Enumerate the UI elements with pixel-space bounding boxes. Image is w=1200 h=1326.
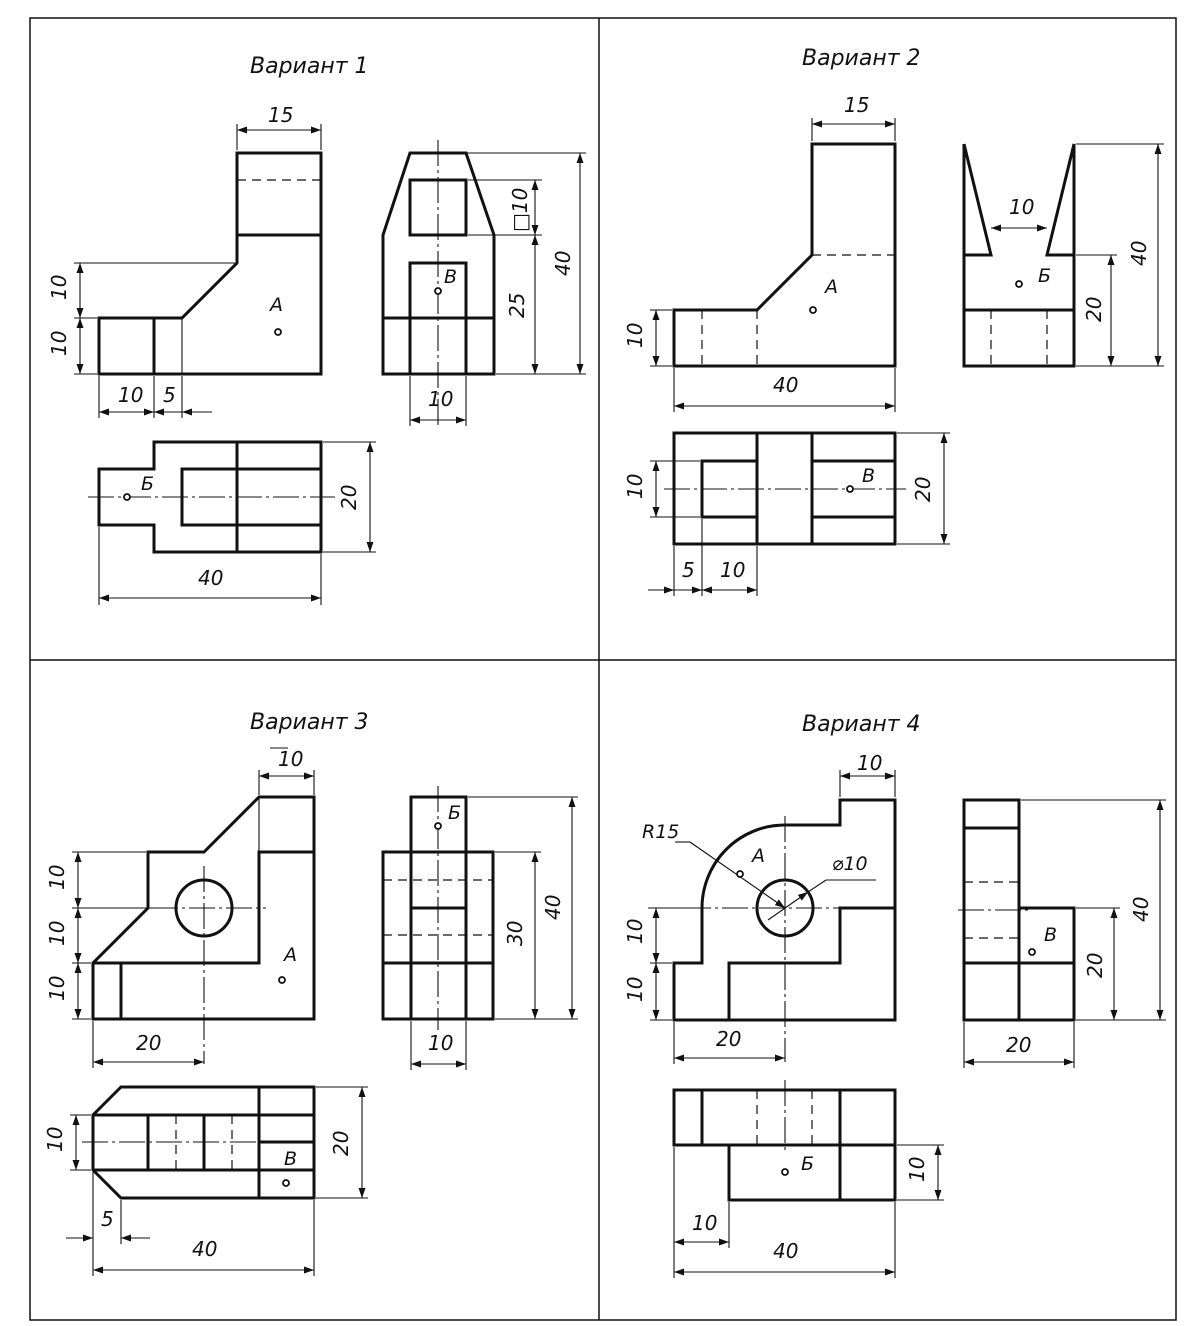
point-c-marker <box>846 485 854 493</box>
point-b-label: Б <box>1038 265 1051 287</box>
variant-2-title: Вариант 2 <box>802 46 921 71</box>
dim-side-bottom: 10 <box>428 387 453 411</box>
dim-base-b: 5 <box>163 383 176 407</box>
dim-plan-height: 20 <box>911 477 935 502</box>
variant-3-front-view: А 10 10 10 10 20 <box>45 747 316 1068</box>
variant-3-panel: Вариант 3 А 10 10 10 10 <box>43 710 578 1276</box>
dim-plan-width: 40 <box>192 1237 217 1261</box>
variant-3-title: Вариант 3 <box>250 710 369 735</box>
point-a-label: А <box>823 276 838 298</box>
dim-front-bottom: 20 <box>136 1031 161 1055</box>
dim-top-width: 10 <box>278 747 303 771</box>
dim-side-total: 40 <box>541 895 565 920</box>
dim-side-lower: 20 <box>1083 953 1107 978</box>
point-b-marker <box>1015 280 1023 288</box>
point-a-marker <box>736 870 744 878</box>
dim-plan-left: 10 <box>43 1127 67 1152</box>
dim-plan-height: 20 <box>337 485 361 510</box>
dim-side-total: 40 <box>1129 897 1153 922</box>
variant-4-plan-view: Б 10 10 40 <box>672 1080 944 1278</box>
dim-side-total: 40 <box>1127 241 1151 266</box>
dim-left-1: 10 <box>623 919 647 944</box>
dim-plan-b: 10 <box>720 558 745 582</box>
variant-4-front-view: R15 ⌀10 А 10 10 10 20 <box>623 751 897 1064</box>
point-a-label: А <box>282 944 297 966</box>
dim-base-a: 10 <box>118 383 143 407</box>
point-c-marker <box>1028 948 1036 956</box>
variant-2-side-view: 10 Б 20 40 <box>962 143 1164 368</box>
dim-plan-a: 5 <box>682 558 695 582</box>
dim-side-bottom: 10 <box>428 1031 453 1055</box>
variant-4-title: Вариант 4 <box>802 712 921 737</box>
point-a-marker <box>809 306 817 314</box>
dim-side-total: 40 <box>551 251 575 276</box>
dim-plan-left: 10 <box>692 1211 717 1235</box>
dim-side-slot: 10 <box>1009 195 1034 219</box>
dim-top-width: 15 <box>844 93 869 117</box>
dim-left-2: 10 <box>623 977 647 1002</box>
dim-plan-height: 20 <box>329 1131 353 1156</box>
dim-side-lower: 20 <box>1082 297 1106 322</box>
dim-plan-width: 40 <box>198 566 223 590</box>
point-b-marker <box>781 1168 789 1176</box>
point-c-label: В <box>1044 924 1057 946</box>
variant-1-side-view: В □10 25 40 10 <box>381 140 586 426</box>
point-b-label: Б <box>448 802 461 824</box>
point-b-label: Б <box>141 473 154 495</box>
point-b-label: Б <box>801 1153 814 1175</box>
dim-left-2: 10 <box>45 921 69 946</box>
dim-side-bottom: 20 <box>1006 1033 1031 1057</box>
variant-1-front-view: А 15 10 10 10 5 <box>47 103 323 418</box>
variant-3-plan-view: В 10 20 5 40 <box>43 1085 368 1276</box>
variant-4-side-view: В 20 40 20 <box>958 798 1166 1068</box>
sheet-frame <box>29 17 1177 1321</box>
point-c-label: В <box>444 266 457 288</box>
dim-hole: ⌀10 <box>832 853 868 875</box>
dim-plan-slot: 10 <box>623 474 647 499</box>
point-a-marker <box>278 976 286 984</box>
dim-side-mid: 30 <box>503 921 527 946</box>
variant-2-plan-view: В 10 20 5 10 <box>623 431 950 596</box>
dim-side-mid: 25 <box>505 293 529 318</box>
dim-front-width: 40 <box>773 373 798 397</box>
point-b-marker <box>434 822 442 830</box>
dim-front-bottom: 20 <box>716 1027 741 1051</box>
dim-radius: R15 <box>642 821 679 843</box>
point-a-label: А <box>268 294 283 316</box>
point-c-label: В <box>284 1148 297 1170</box>
point-c-marker <box>434 287 442 295</box>
variant-3-side-view: Б 30 40 10 <box>381 786 578 1070</box>
dim-left-height: 10 <box>623 323 647 348</box>
point-c-marker <box>282 1179 290 1187</box>
point-b-marker <box>123 493 131 501</box>
dim-top-width: 10 <box>857 751 882 775</box>
dim-side-square: □10 <box>508 188 532 232</box>
dim-plan-width: 40 <box>773 1239 798 1263</box>
dim-left-1: 10 <box>45 865 69 890</box>
dim-left-lower: 10 <box>47 331 71 356</box>
point-c-label: В <box>862 465 875 487</box>
point-a-marker <box>274 328 282 336</box>
dim-top-width: 15 <box>268 103 293 127</box>
point-a-label: А <box>750 845 765 867</box>
variant-2-front-view: А 15 10 40 <box>623 93 897 412</box>
dim-plan-height: 10 <box>905 1157 929 1182</box>
dim-plan-chamfer: 5 <box>101 1207 114 1231</box>
variant-1-title: Вариант 1 <box>250 54 369 79</box>
variant-4-panel: Вариант 4 R15 ⌀10 А 10 10 <box>623 712 1166 1278</box>
dim-left-3: 10 <box>45 976 69 1001</box>
variant-1-plan-view: Б 20 40 <box>88 440 376 605</box>
variant-2-panel: Вариант 2 А 15 10 40 <box>623 46 1164 596</box>
variant-1-panel: Вариант 1 А 15 10 10 <box>47 54 586 605</box>
dim-left-upper: 10 <box>47 275 71 300</box>
